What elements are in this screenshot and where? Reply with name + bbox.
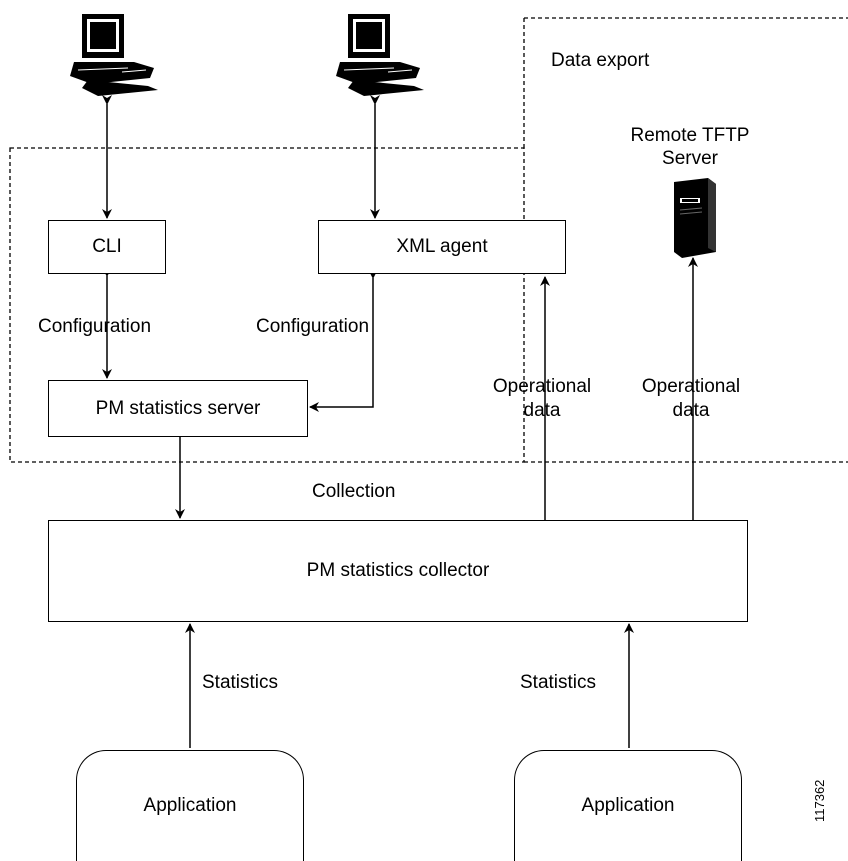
statistics-label-left: Statistics <box>202 672 279 693</box>
configuration-label-right: Configuration <box>256 316 370 337</box>
remote-tftp-label-line1: Remote TFTP <box>630 125 750 146</box>
computer-terminal-icon <box>336 14 424 96</box>
configuration-label-left: Configuration <box>38 316 152 337</box>
operational-data-right-line1: Operational <box>641 376 741 397</box>
pm-statistics-collector-box: PM statistics collector <box>48 520 748 622</box>
application-left-label: Application <box>143 795 237 816</box>
application-left-box: Application <box>76 750 304 861</box>
tftp-server-tower-icon <box>674 178 716 258</box>
operational-data-right-line2: data <box>672 400 710 421</box>
xml-agent-label: XML agent <box>396 236 488 257</box>
cli-box: CLI <box>48 220 166 274</box>
computer-terminal-icon <box>70 14 158 96</box>
operational-data-left-line1: Operational <box>492 376 592 397</box>
figure-id: 117362 <box>812 779 827 822</box>
pm-statistics-server-box: PM statistics server <box>48 380 308 437</box>
application-right-box: Application <box>514 750 742 861</box>
pm-collector-label: PM statistics collector <box>306 560 490 581</box>
remote-tftp-label-line2: Server <box>662 148 718 169</box>
data-export-label: Data export <box>551 50 650 71</box>
operational-data-left-line2: data <box>523 400 561 421</box>
application-right-label: Application <box>581 795 675 816</box>
xml-agent-box: XML agent <box>318 220 566 274</box>
collection-label: Collection <box>312 481 396 502</box>
data-export-region <box>523 17 848 463</box>
cli-label: CLI <box>92 236 122 257</box>
configuration-region <box>9 147 525 463</box>
pm-server-label: PM statistics server <box>95 397 261 419</box>
statistics-label-right: Statistics <box>520 672 597 693</box>
